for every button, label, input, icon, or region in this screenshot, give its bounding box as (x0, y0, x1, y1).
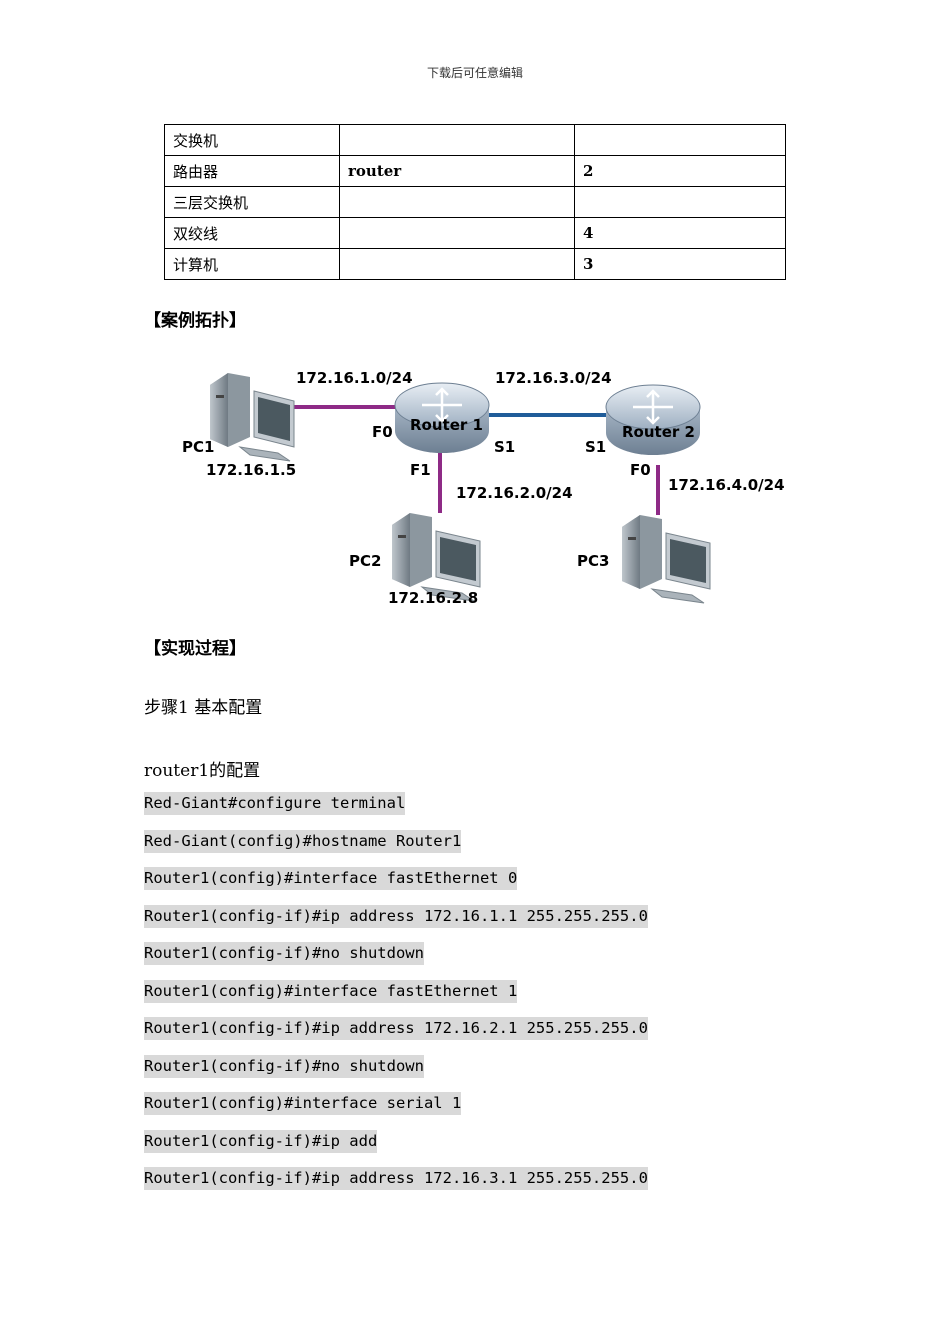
table-cell: 3 (574, 248, 786, 280)
table-row: 交换机 (164, 124, 786, 156)
network-topology-diagram: 172.16.1.0/24 172.16.3.0/24 172.16.2.0/2… (182, 369, 785, 607)
command-list: Red-Giant#configure terminal Red-Giant(c… (144, 792, 648, 1205)
table-cell (339, 186, 575, 218)
command-line: Router1(config-if)#ip address 172.16.2.1… (144, 1017, 648, 1040)
pc1-name: PC1 (182, 438, 214, 456)
router1-config-title: router1的配置 (144, 761, 261, 781)
header-note: 下载后可任意编辑 (426, 66, 523, 80)
step1-title: 步骤1 基本配置 (144, 698, 263, 718)
topology-heading: 【案例拓扑】 (144, 311, 246, 331)
process-heading: 【实现过程】 (144, 639, 246, 659)
command-line: Router1(config-if)#no shutdown (144, 942, 424, 965)
command-line: Router1(config-if)#ip address 172.16.1.1… (144, 904, 648, 928)
table-row: 路由器 router 2 (164, 155, 786, 187)
table-cell: 三层交换机 (164, 186, 340, 218)
pc1-ip: 172.16.1.5 (206, 461, 296, 479)
table-cell: 双绞线 (164, 217, 340, 249)
router1-name: Router 1 (410, 416, 483, 434)
command-line: Red-Giant#configure terminal (144, 792, 406, 815)
table-cell: 2 (574, 155, 786, 187)
table-cell: 路由器 (164, 155, 340, 187)
table-cell (574, 124, 786, 156)
network-label-serial: 172.16.3.0/24 (495, 369, 612, 387)
command-line: Router1(config-if)#ip address 172.16.3.1… (144, 1167, 648, 1190)
table-cell (574, 186, 786, 218)
pc1-icon (210, 373, 295, 462)
network-label-pc3: 172.16.4.0/24 (668, 476, 785, 494)
table-cell: 4 (574, 217, 786, 249)
router2-name: Router 2 (622, 423, 695, 441)
command-line: Router1(config)#interface fastEthernet 0 (144, 867, 518, 890)
table-cell (339, 217, 575, 249)
equipment-table: 交换机 路由器 router 2 三层交换机 双绞线 4 计算机 3 (164, 124, 786, 280)
table-row: 三层交换机 (164, 186, 786, 218)
network-label-pc1: 172.16.1.0/24 (296, 369, 413, 387)
pc3-name: PC3 (577, 552, 609, 570)
router2-icon (605, 384, 701, 455)
command-line: Red-Giant(config)#hostname Router1 (144, 829, 462, 853)
router1-port-s1: S1 (494, 438, 515, 456)
command-line: Router1(config-if)#no shutdown (144, 1054, 424, 1078)
pc2-ip: 172.16.2.8 (388, 589, 478, 607)
pc2-icon (392, 513, 481, 602)
table-row: 双绞线 4 (164, 217, 786, 249)
table-cell (339, 248, 575, 280)
router1-port-f1: F1 (410, 461, 431, 479)
router1-port-f0: F0 (372, 423, 393, 441)
table-cell: 计算机 (164, 248, 340, 280)
table-cell: router (339, 155, 575, 187)
command-line: Router1(config)#interface fastEthernet 1 (144, 979, 518, 1003)
router2-port-s1: S1 (585, 438, 606, 456)
pc2-name: PC2 (349, 552, 381, 570)
command-line: Router1(config)#interface serial 1 (144, 1092, 462, 1115)
router1-icon (394, 382, 490, 453)
network-label-pc2: 172.16.2.0/24 (456, 484, 573, 502)
table-row: 计算机 3 (164, 248, 786, 280)
pc3-icon (622, 515, 711, 604)
command-line: Router1(config-if)#ip add (144, 1129, 378, 1153)
router2-port-f0: F0 (630, 461, 651, 479)
table-cell: 交换机 (164, 124, 340, 156)
table-cell (339, 124, 575, 156)
